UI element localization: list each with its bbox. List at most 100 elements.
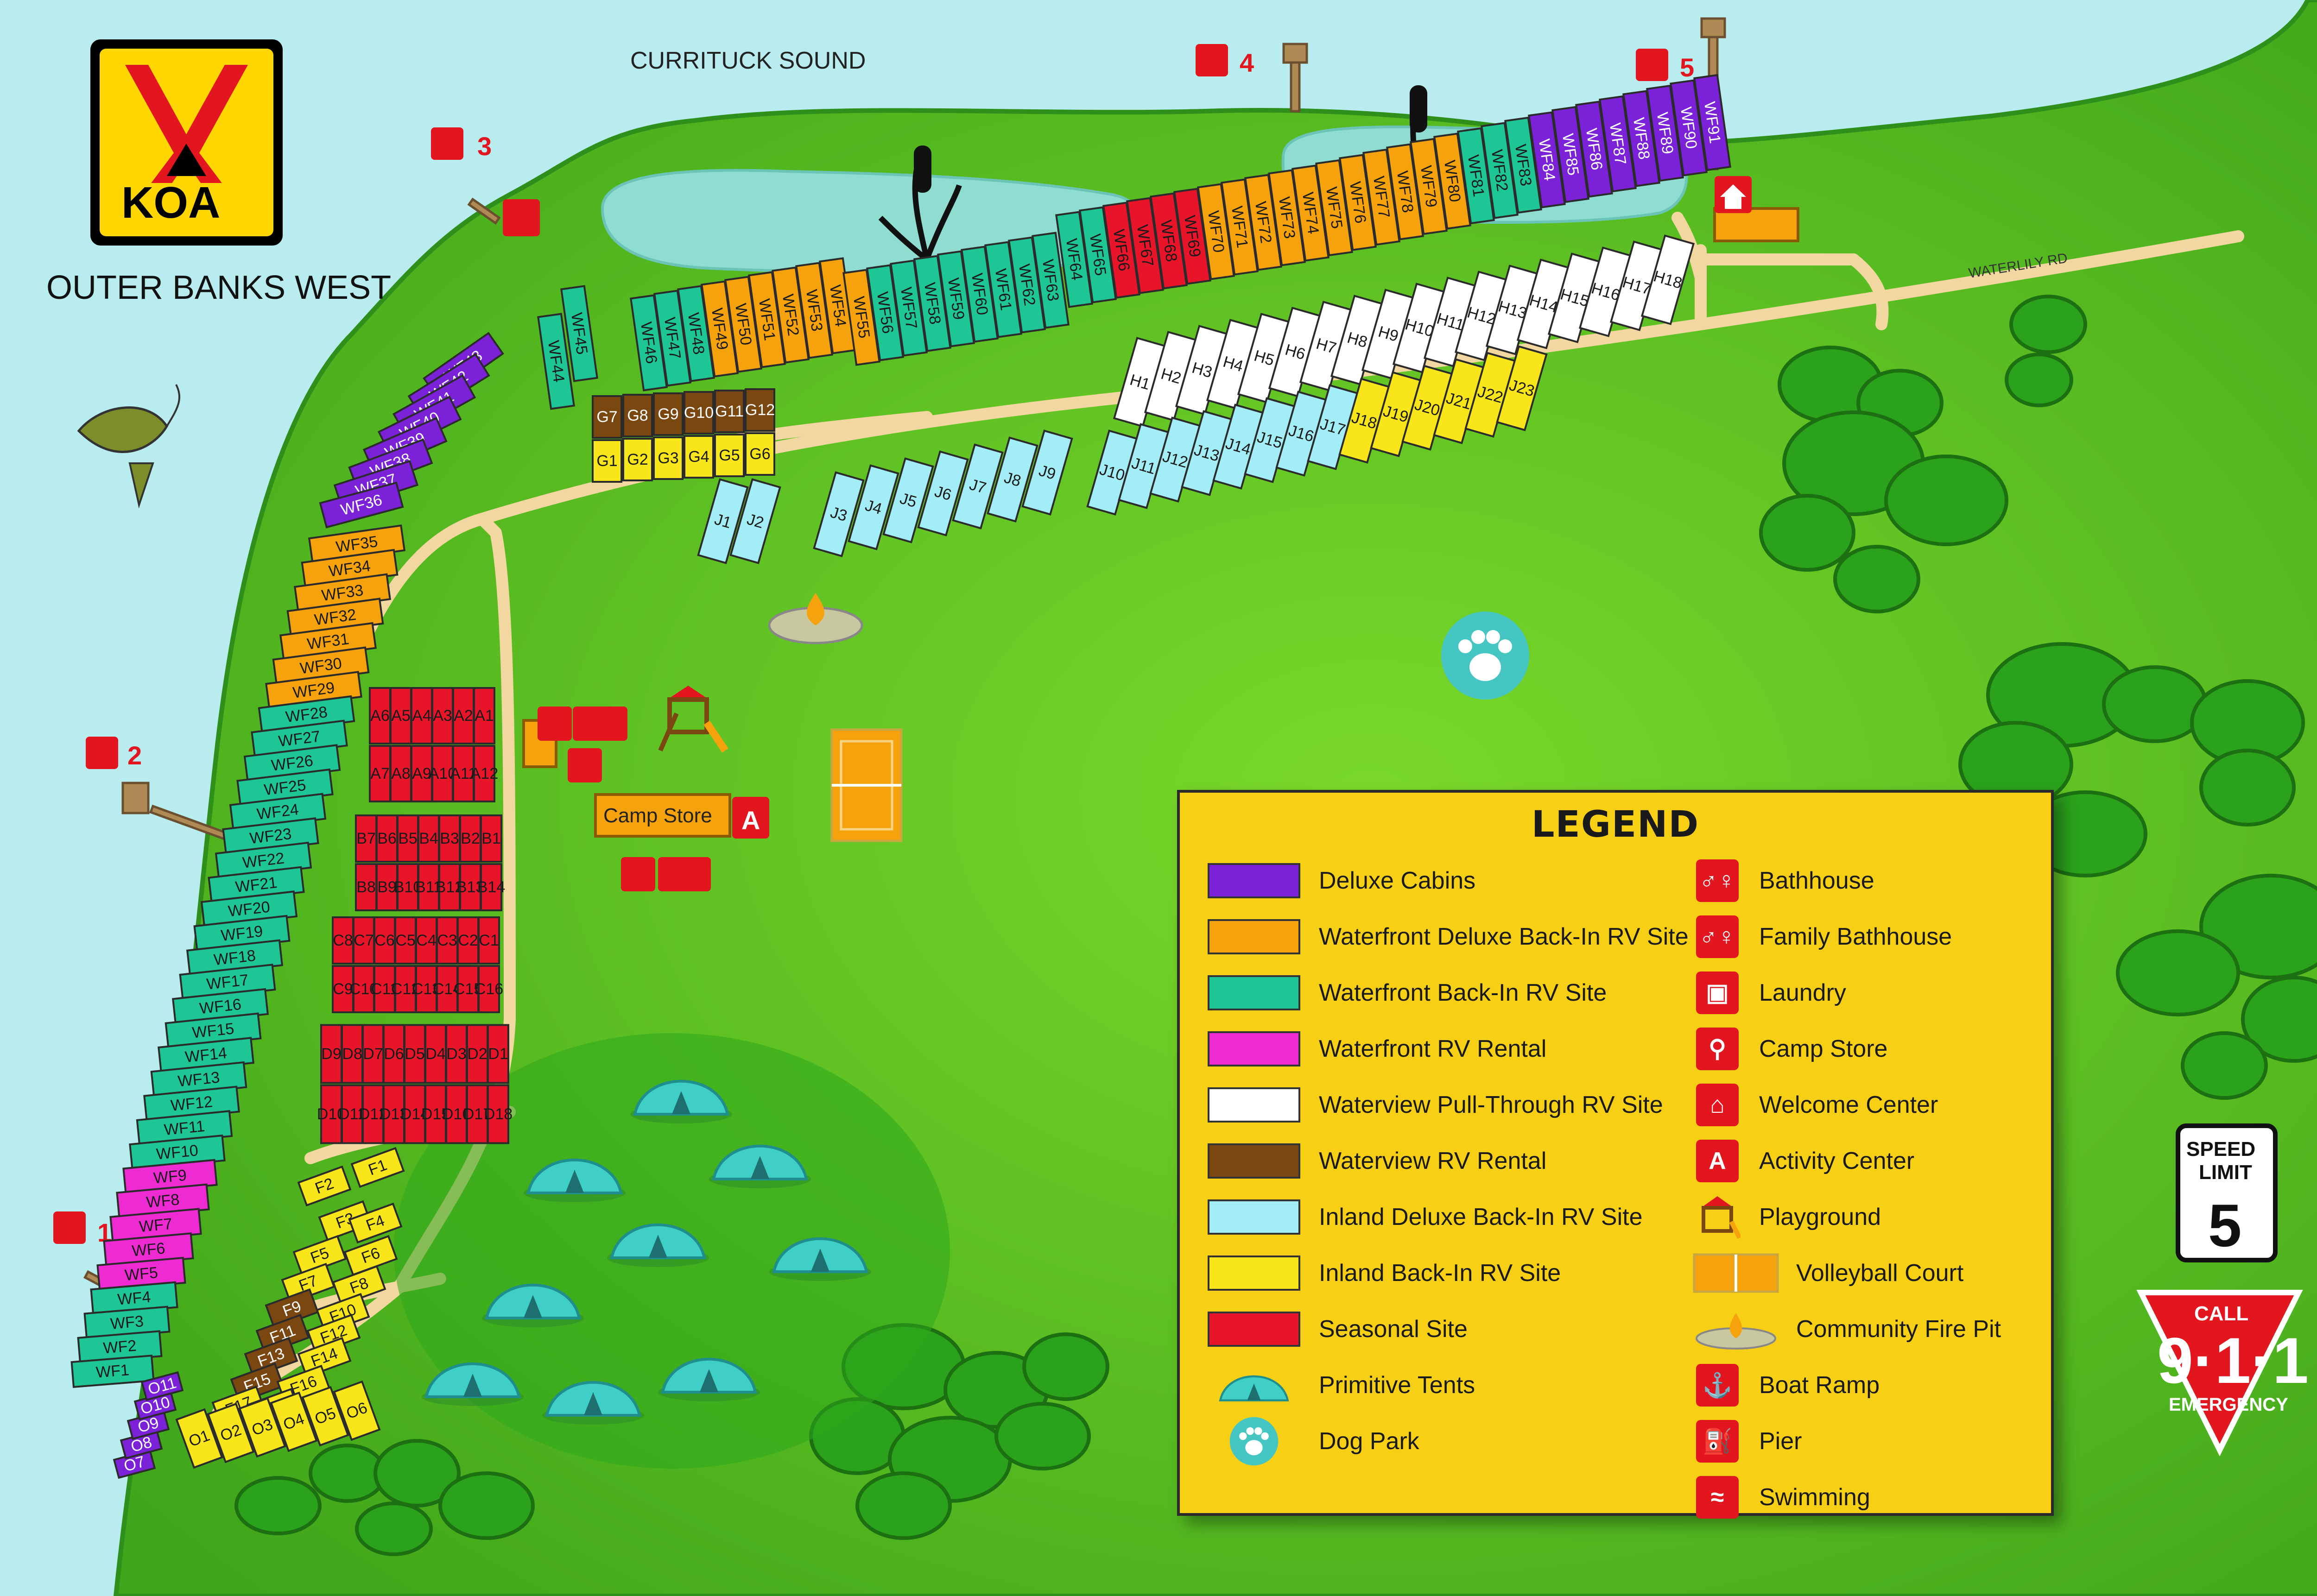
campsite-g11[interactable]: G11 [714, 390, 745, 433]
campsite-f6[interactable]: F6 [343, 1235, 398, 1276]
campsite-h10[interactable]: H10 [1392, 283, 1447, 373]
campsite-g10[interactable]: G10 [684, 391, 714, 435]
campsite-j12[interactable]: J12 [1149, 416, 1201, 503]
campsite-c14[interactable]: C14 [433, 965, 462, 1013]
campsite-a8[interactable]: A8 [390, 745, 412, 802]
campsite-wf62[interactable]: WF62 [1008, 236, 1046, 334]
bathhouse-icon[interactable] [538, 707, 627, 741]
tent-icon[interactable] [658, 1357, 760, 1401]
campsite-wf81[interactable]: WF81 [1457, 127, 1495, 225]
campsite-wf6[interactable]: WF6 [103, 1232, 194, 1267]
campsite-c4[interactable]: C4 [415, 916, 437, 965]
campsite-o1[interactable]: O1 [175, 1408, 223, 1469]
pier-icon-4[interactable]: 4 [1196, 44, 1254, 77]
campsite-c5[interactable]: C5 [394, 916, 417, 965]
campsite-b4[interactable]: B4 [418, 814, 440, 863]
campsite-a7[interactable]: A7 [369, 745, 391, 802]
campsite-wf51[interactable]: WF51 [748, 271, 786, 368]
tent-icon[interactable] [542, 1381, 644, 1425]
boat-ramp-icon-north[interactable] [503, 199, 540, 236]
campsite-a3[interactable]: A3 [431, 687, 454, 744]
campsite-h1[interactable]: H1 [1113, 337, 1167, 428]
campsite-g4[interactable]: G4 [684, 435, 714, 479]
campsite-b7[interactable]: B7 [355, 814, 377, 863]
campsite-g1[interactable]: G1 [592, 439, 622, 483]
campsite-b8[interactable]: B8 [355, 863, 377, 911]
campsite-wf77[interactable]: WF77 [1362, 148, 1400, 246]
campsite-a6[interactable]: A6 [369, 687, 391, 744]
campsite-h5[interactable]: H5 [1237, 313, 1291, 404]
campsite-wf82[interactable]: WF82 [1481, 122, 1519, 219]
campsite-wf80[interactable]: WF80 [1433, 132, 1471, 230]
campsite-h18[interactable]: H18 [1640, 234, 1695, 325]
campsite-o3[interactable]: O3 [238, 1397, 286, 1458]
campsite-c3[interactable]: C3 [436, 916, 458, 965]
campsite-wf68[interactable]: WF68 [1150, 192, 1188, 290]
campsite-h12[interactable]: H12 [1454, 271, 1509, 361]
campsite-wf61[interactable]: WF61 [984, 241, 1022, 338]
campsite-d13[interactable]: D13 [380, 1084, 408, 1144]
campsite-d6[interactable]: D6 [383, 1024, 405, 1084]
campsite-c16[interactable]: C16 [475, 965, 503, 1013]
campsite-wf64[interactable]: WF64 [1055, 211, 1093, 308]
campsite-j9[interactable]: J9 [1021, 429, 1073, 516]
fire-pit-icon[interactable] [768, 593, 863, 644]
campsite-d16[interactable]: D16 [442, 1084, 471, 1144]
campsite-wf78[interactable]: WF78 [1386, 143, 1424, 240]
campsite-j1[interactable]: J1 [697, 478, 749, 564]
campsite-a5[interactable]: A5 [390, 687, 412, 744]
campsite-wf69[interactable]: WF69 [1173, 188, 1211, 285]
campsite-wf50[interactable]: WF50 [724, 276, 762, 373]
pier-icon-2[interactable]: 2 [86, 737, 142, 770]
tent-icon[interactable] [769, 1237, 871, 1281]
welcome-center-icon[interactable] [1715, 176, 1752, 213]
campsite-d10[interactable]: D10 [317, 1084, 346, 1144]
campsite-wf46[interactable]: WF46 [630, 294, 668, 391]
campsite-c7[interactable]: C7 [353, 916, 375, 965]
campsite-c2[interactable]: C2 [457, 916, 479, 965]
tent-icon[interactable] [482, 1283, 584, 1327]
campsite-wf83[interactable]: WF83 [1504, 116, 1542, 214]
campsite-o2[interactable]: O2 [207, 1402, 255, 1464]
campsite-wf85[interactable]: WF85 [1551, 106, 1589, 203]
tent-icon[interactable] [524, 1158, 626, 1202]
campsite-d11[interactable]: D11 [338, 1084, 366, 1144]
campsite-d5[interactable]: D5 [404, 1024, 426, 1084]
campsite-h2[interactable]: H2 [1144, 331, 1198, 422]
campsite-h11[interactable]: H11 [1423, 277, 1478, 367]
campsite-a2[interactable]: A2 [452, 687, 475, 744]
campsite-wf70[interactable]: WF70 [1197, 183, 1235, 280]
campsite-wf34[interactable]: WF34 [301, 549, 399, 589]
campsite-c6[interactable]: C6 [374, 916, 396, 965]
campsite-b3[interactable]: B3 [438, 814, 461, 863]
campsite-g9[interactable]: G9 [653, 392, 684, 436]
campsite-wf73[interactable]: WF73 [1268, 169, 1306, 266]
campsite-j14[interactable]: J14 [1212, 404, 1264, 490]
campsite-wf5[interactable]: WF5 [96, 1256, 186, 1292]
campsite-b1[interactable]: B1 [480, 814, 502, 863]
campsite-wf89[interactable]: WF89 [1646, 84, 1684, 182]
campsite-c1[interactable]: C1 [478, 916, 500, 965]
campsite-j10[interactable]: J10 [1086, 429, 1138, 516]
campsite-j8[interactable]: J8 [987, 436, 1038, 523]
campsite-wf63[interactable]: WF63 [1032, 232, 1070, 329]
campsite-h15[interactable]: H15 [1547, 252, 1602, 343]
campsite-j4[interactable]: J4 [848, 464, 899, 550]
campsite-h4[interactable]: H4 [1206, 319, 1260, 410]
campsite-j7[interactable]: J7 [952, 443, 1004, 530]
campsite-j2[interactable]: J2 [729, 478, 781, 564]
pier-icon-5[interactable]: 5 [1636, 49, 1694, 82]
campsite-wf1[interactable]: WF1 [70, 1354, 155, 1388]
campsite-f5[interactable]: F5 [292, 1235, 347, 1276]
campsite-wf91[interactable]: WF91 [1693, 74, 1731, 171]
campsite-wf88[interactable]: WF88 [1622, 90, 1660, 187]
campsite-wf36[interactable]: WF36 [319, 481, 404, 529]
playground-icon[interactable] [658, 686, 728, 753]
campsite-a4[interactable]: A4 [411, 687, 433, 744]
campsite-o6[interactable]: O6 [333, 1380, 381, 1441]
pier-icon-3[interactable]: 3 [431, 127, 492, 161]
laundry-icon[interactable] [568, 748, 602, 782]
campsite-d17[interactable]: D17 [463, 1084, 492, 1144]
campsite-g8[interactable]: G8 [622, 394, 653, 437]
campsite-o4[interactable]: O4 [270, 1391, 318, 1452]
